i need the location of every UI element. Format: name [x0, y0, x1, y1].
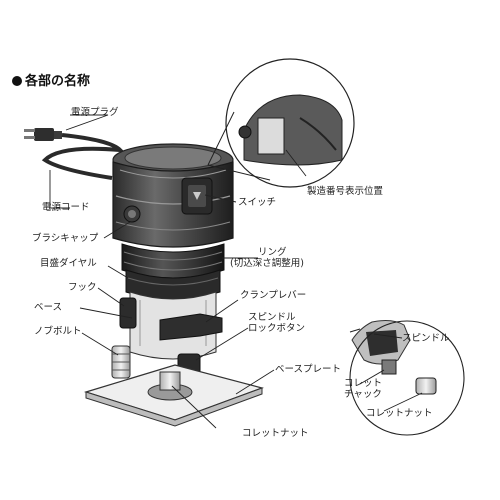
router-base — [111, 291, 223, 379]
detail-circle — [349, 320, 465, 436]
label-collet-chuck-1: コレット — [344, 378, 383, 389]
label-spindle-lock-1: スピンドル — [248, 312, 296, 323]
label-hook: フック — [68, 282, 97, 293]
label-knob-bolt: ノブボルト — [34, 326, 82, 337]
bullet-icon — [12, 76, 22, 86]
motor-housing — [112, 143, 234, 248]
label-collet-chuck-2: チャック — [344, 389, 382, 400]
label-power-cord: 電源コード — [42, 202, 90, 213]
section-title: 各部の名称 — [12, 70, 90, 89]
label-collet-nut: コレットナット — [242, 428, 309, 439]
label-ring: リング — [258, 247, 287, 258]
label-base: ベース — [34, 302, 63, 313]
label-clamp-lever: クランプレバー — [240, 290, 307, 301]
label-collet-nut-detail: コレットナット — [366, 408, 433, 419]
scale-dial — [125, 269, 221, 300]
section-title-text: 各部の名称 — [25, 74, 91, 89]
label-power-plug: 電源プラグ — [71, 107, 119, 118]
label-scale-dial: 目盛ダイヤル — [40, 258, 97, 269]
label-spindle-lock-2: ロックボタン — [248, 323, 306, 334]
label-base-plate: ベースプレート — [275, 364, 342, 375]
depth-ring — [121, 243, 225, 279]
label-serial-position: 製造番号表示位置 — [307, 186, 384, 197]
power-plug — [24, 128, 62, 141]
label-ring-sub: (切込深さ調整用) — [230, 258, 304, 269]
base-plate — [83, 364, 264, 427]
label-switch: スイッチ — [238, 197, 277, 208]
serial-number-callout — [207, 58, 355, 188]
collet-detail — [349, 320, 437, 395]
label-brush-cap: ブラシキャップ — [32, 233, 99, 244]
leader-lines — [49, 114, 423, 429]
power-cord — [41, 133, 126, 180]
label-spindle: スピンドル — [402, 333, 450, 344]
